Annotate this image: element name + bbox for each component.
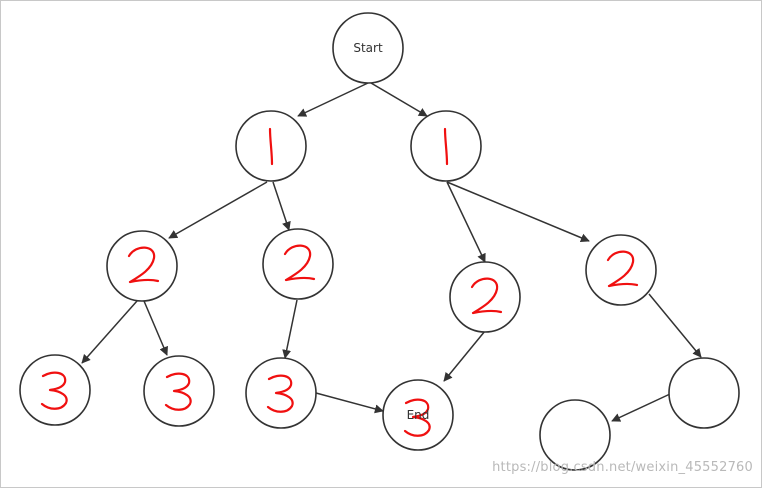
node-end: End [382,379,454,451]
watermark-text: https://blog.csdn.net/weixin_45552760 [492,460,753,475]
edge-l1a-l2a [168,181,268,239]
node-circle-l2a [106,230,178,302]
node-l2d [585,234,657,306]
edge-l1a-l2b [272,181,291,231]
handwritten-3-l3b [164,372,192,411]
node-circle-l2d [585,234,657,306]
node-start: Start [332,12,404,84]
handwritten-2-l2c [470,277,503,315]
edge-l2a-l3a [81,300,138,364]
handwritten-2-l2d [606,250,639,288]
node-l3c [245,357,317,429]
node-l1a [235,110,307,182]
edge-l1b-l2c [446,181,486,263]
edge-start-l1a [297,82,369,117]
handwritten-3-end [403,398,431,437]
handwritten-2-l2a [127,246,160,284]
node-circle-start [332,12,404,84]
node-l2c [449,261,521,333]
node-circle-l2b [262,228,334,300]
handwritten-1-l1b [443,127,449,166]
node-l1b [410,110,482,182]
node-circle-empty1 [668,357,740,429]
handwritten-2-l2b [283,244,316,282]
node-circle-l2c [449,261,521,333]
edge-l1b-l2d [446,181,590,243]
edge-l2c-end [443,330,486,382]
node-empty1 [668,357,740,429]
node-l3a [19,354,91,426]
handwritten-1-l1a [268,127,274,166]
edge-l3c-end [315,392,384,414]
node-label-start: Start [353,41,383,55]
handwritten-3-l3a [40,371,68,410]
node-empty2 [539,399,611,471]
node-l2b [262,228,334,300]
handwritten-3-l3c [266,374,294,413]
node-label-end: End [407,408,430,422]
node-l3b [143,355,215,427]
edge-l2b-l3c [282,299,298,359]
edges [81,82,702,422]
edge-start-l1b [370,82,428,117]
edge-l2a-l3b [143,300,168,356]
node-l2a [106,230,178,302]
node-circle-empty2 [539,399,611,471]
edge-empty1-empty2 [611,393,671,422]
edge-l2d-empty1 [648,293,702,358]
